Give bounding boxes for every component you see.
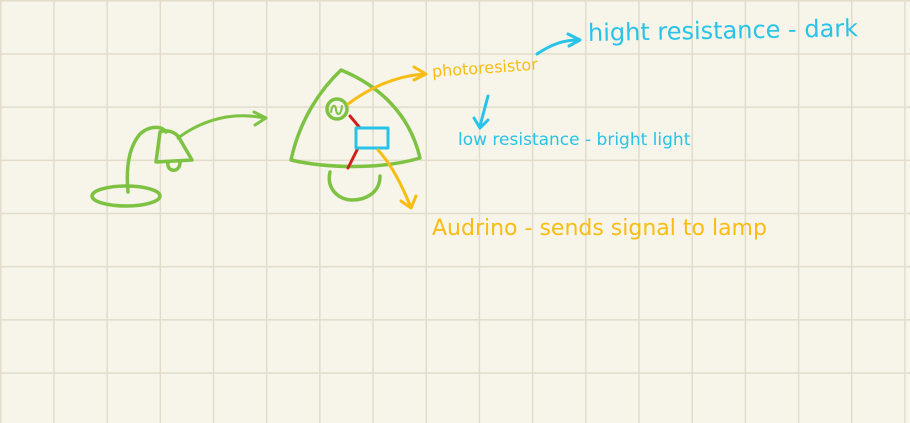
arduino-label: Audrino - sends signal to lamp <box>432 216 767 241</box>
low-resistance-label: low resistance - bright light <box>458 130 691 150</box>
enlarged-lamp-shade <box>289 68 422 202</box>
lamp-arm <box>125 125 168 194</box>
arrow-to-photoresistor <box>346 65 428 106</box>
arrow-to-high-resistance <box>535 32 582 56</box>
circuit-wires <box>346 114 362 170</box>
photoresistor-component <box>325 97 349 121</box>
lamp-shade <box>154 129 194 164</box>
shade-bulb <box>327 170 382 202</box>
arrow-to-arduino <box>376 148 418 210</box>
arrow-to-low-resistance <box>472 94 490 130</box>
lamp-bulb <box>166 160 182 172</box>
desk-lamp-sketch <box>90 125 194 208</box>
shade-outline <box>289 68 422 169</box>
arduino-board <box>354 126 390 150</box>
high-resistance-label: hight resistance - dark <box>587 14 859 47</box>
arrow-to-shade <box>176 110 268 140</box>
